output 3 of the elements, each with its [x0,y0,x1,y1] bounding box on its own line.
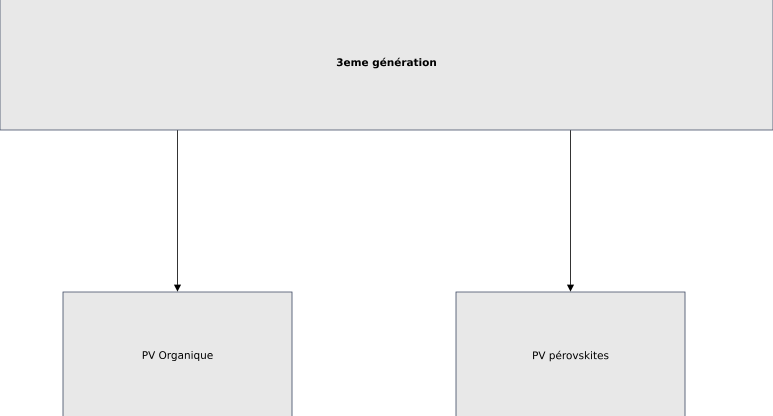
process-box: PV pérovskites [456,292,686,416]
process-box: PV Organique [62,292,292,416]
title-box: 3eme génération [0,0,773,130]
